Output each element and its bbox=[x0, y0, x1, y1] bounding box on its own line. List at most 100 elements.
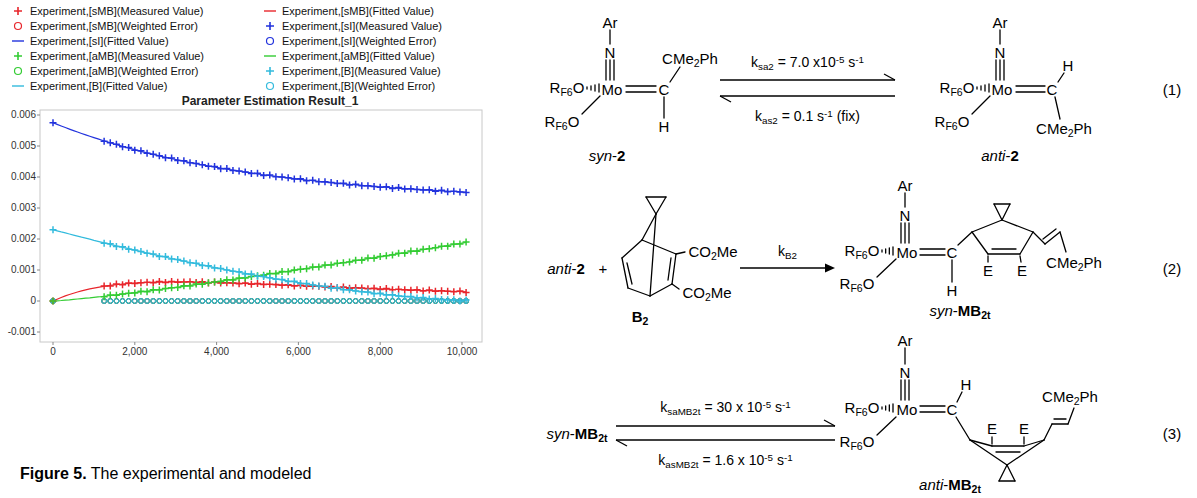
bond-line bbox=[956, 417, 970, 440]
measured-marker bbox=[463, 239, 470, 246]
measured-marker bbox=[205, 163, 212, 170]
rate-constant: kasMB2t = 1.6 x 10-5 s-1 bbox=[656, 453, 794, 467]
measured-marker bbox=[340, 259, 347, 266]
molecule-node: ArNRF6OMoHRF6OCCMe2Phanti-2 bbox=[895, 10, 1095, 168]
axis-tick-label: 6,000 bbox=[286, 347, 311, 357]
measured-marker bbox=[364, 182, 371, 189]
error-marker bbox=[206, 299, 211, 304]
legend-sample bbox=[15, 23, 22, 30]
measured-marker bbox=[321, 283, 328, 290]
axis-tick-label: 0.001 bbox=[11, 265, 36, 275]
hash-bond bbox=[976, 87, 977, 89]
error-marker bbox=[347, 299, 352, 304]
measured-marker bbox=[401, 250, 408, 257]
measured-marker bbox=[229, 268, 236, 275]
error-marker bbox=[120, 299, 125, 304]
bond-line bbox=[994, 204, 1002, 220]
measured-marker bbox=[315, 282, 322, 289]
measured-marker bbox=[180, 157, 187, 164]
measured-marker bbox=[285, 268, 292, 275]
molecule-node: CO2MeCO2MeB2 bbox=[605, 185, 740, 326]
error-marker bbox=[255, 299, 260, 304]
arrow-shaft bbox=[616, 425, 835, 426]
measured-marker bbox=[223, 165, 230, 172]
error-marker bbox=[157, 299, 162, 304]
legend-text: Experiment,[sMB](Fitted Value) bbox=[282, 6, 434, 17]
error-marker bbox=[188, 299, 193, 304]
error-marker bbox=[139, 299, 144, 304]
measured-marker bbox=[420, 294, 427, 301]
atom-label: RF6O bbox=[550, 80, 585, 95]
error-marker bbox=[218, 299, 223, 304]
error-marker bbox=[224, 299, 229, 304]
measured-marker bbox=[315, 264, 322, 271]
atom-label: syn-2 bbox=[589, 148, 626, 163]
measured-marker bbox=[156, 253, 163, 260]
measured-marker bbox=[407, 293, 414, 300]
x-tick bbox=[134, 342, 135, 345]
measured-marker bbox=[150, 151, 157, 158]
legend-sample bbox=[267, 38, 274, 45]
legend-sample bbox=[14, 52, 22, 60]
measured-marker bbox=[193, 260, 200, 267]
error-marker bbox=[163, 299, 168, 304]
error-marker bbox=[218, 299, 223, 304]
measured-marker bbox=[131, 246, 138, 253]
error-marker bbox=[366, 299, 371, 304]
rate-constant: kas2 = 0.1 s-1 (fix) bbox=[753, 109, 862, 123]
measured-marker bbox=[401, 186, 408, 193]
axis-tick-label: 4,000 bbox=[204, 347, 229, 357]
figure-caption: Figure 5. The experimental and modeled bbox=[20, 466, 311, 482]
error-marker bbox=[108, 299, 113, 304]
error-marker bbox=[224, 299, 229, 304]
harpoon-barb bbox=[616, 440, 627, 446]
axis-tick-label: 8,000 bbox=[368, 347, 393, 357]
atom-label: B2 bbox=[632, 309, 649, 324]
atom-label: N bbox=[605, 45, 616, 60]
atom-label: anti-2 bbox=[981, 148, 1019, 163]
error-marker bbox=[384, 299, 389, 304]
atom-label: syn-MB2t bbox=[929, 303, 990, 318]
measured-marker bbox=[101, 293, 108, 300]
measured-marker bbox=[272, 276, 279, 283]
measured-marker bbox=[107, 291, 114, 298]
error-marker bbox=[335, 299, 340, 304]
measured-marker bbox=[456, 188, 463, 195]
error-marker bbox=[384, 299, 389, 304]
measured-marker bbox=[205, 279, 212, 286]
error-marker bbox=[341, 299, 346, 304]
error-marker bbox=[335, 299, 340, 304]
measured-marker bbox=[229, 277, 236, 284]
measured-marker bbox=[407, 287, 414, 294]
measured-marker bbox=[272, 173, 279, 180]
hash-bond bbox=[885, 406, 886, 410]
y-tick bbox=[37, 146, 40, 147]
error-marker bbox=[390, 299, 395, 304]
measured-marker bbox=[248, 281, 255, 288]
atom-label: N bbox=[900, 365, 911, 380]
measured-marker bbox=[236, 274, 243, 281]
error-marker bbox=[304, 299, 309, 304]
atom-label: C bbox=[947, 245, 958, 260]
measured-marker bbox=[426, 296, 433, 303]
error-marker bbox=[126, 299, 131, 304]
bond-line bbox=[646, 197, 656, 214]
measured-marker bbox=[150, 286, 157, 293]
measured-marker bbox=[199, 161, 206, 168]
arrow-shaft bbox=[740, 267, 827, 268]
measured-marker bbox=[456, 288, 463, 295]
error-marker bbox=[292, 299, 297, 304]
measured-marker bbox=[223, 276, 230, 283]
x-tick bbox=[53, 342, 54, 345]
error-marker bbox=[341, 299, 346, 304]
error-marker bbox=[366, 299, 371, 304]
axis-tick-label: 0.004 bbox=[11, 172, 36, 182]
measured-marker bbox=[217, 165, 224, 172]
error-marker bbox=[212, 299, 217, 304]
measured-marker bbox=[395, 184, 402, 191]
measured-marker bbox=[168, 278, 175, 285]
measured-marker bbox=[144, 279, 151, 286]
atom-label: Ar bbox=[993, 15, 1008, 30]
error-marker bbox=[237, 299, 242, 304]
measured-marker bbox=[50, 298, 57, 305]
